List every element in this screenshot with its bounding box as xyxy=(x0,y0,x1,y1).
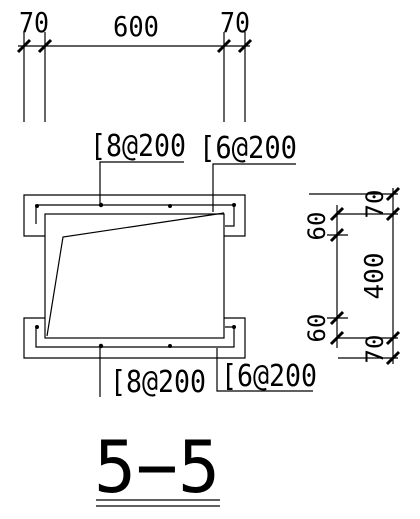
bottom-stirrup xyxy=(35,326,235,348)
dimension-tick xyxy=(37,38,53,54)
rebar-dot xyxy=(232,203,236,207)
dimension-tick xyxy=(16,38,32,54)
rebar-label: [6@200 xyxy=(221,359,317,394)
rebar-dot xyxy=(35,325,39,329)
rebar-label: [8@200 xyxy=(90,129,186,164)
dimension-tick xyxy=(329,227,345,243)
dimension-tick xyxy=(329,206,345,222)
leader-line xyxy=(212,163,296,212)
dimension-tick xyxy=(329,330,345,346)
leader-line xyxy=(99,161,184,205)
rebar-labels-bottom: [8@200 [6@200 xyxy=(99,344,317,400)
leader-line xyxy=(216,348,313,392)
beam-section xyxy=(23,194,246,359)
rebar-dot xyxy=(35,204,39,208)
rebar-labels-top: [8@200 [6@200 xyxy=(90,129,297,212)
web-outline xyxy=(44,213,225,339)
rebar-dot xyxy=(98,202,104,208)
section-break-line xyxy=(46,212,225,337)
dimension-text: 70 xyxy=(220,6,250,39)
dimension-tick xyxy=(329,310,345,326)
dimension-tick xyxy=(385,350,401,366)
dimension-text: 70 xyxy=(19,6,49,39)
rebar-label: [8@200 xyxy=(110,365,206,400)
dimension-text: 60 xyxy=(303,314,331,343)
dimension-text: 70 xyxy=(361,335,389,364)
dimension-text: 600 xyxy=(113,10,159,43)
rebar-dot xyxy=(168,344,172,348)
top-slab-outline xyxy=(23,194,246,237)
section-title-group: 5−5 xyxy=(94,425,220,509)
dimension-tick xyxy=(237,38,253,54)
bottom-slab-outline xyxy=(23,317,246,359)
dimension-tick xyxy=(385,330,401,346)
right-dimension: 70 60 400 60 70 xyxy=(303,186,401,366)
dimension-text: 60 xyxy=(303,212,331,241)
rebar-label: [6@200 xyxy=(199,131,297,166)
dimension-tick xyxy=(385,186,401,202)
dimension-tick xyxy=(216,38,232,54)
dimension-tick xyxy=(385,206,401,222)
top-dimension: 70 600 70 xyxy=(16,6,253,122)
dimension-text: 70 xyxy=(361,190,389,219)
section-title: 5−5 xyxy=(94,425,220,509)
rebar-dot xyxy=(168,204,172,208)
dimension-text: 400 xyxy=(360,253,390,300)
rebar-dot xyxy=(232,325,236,329)
